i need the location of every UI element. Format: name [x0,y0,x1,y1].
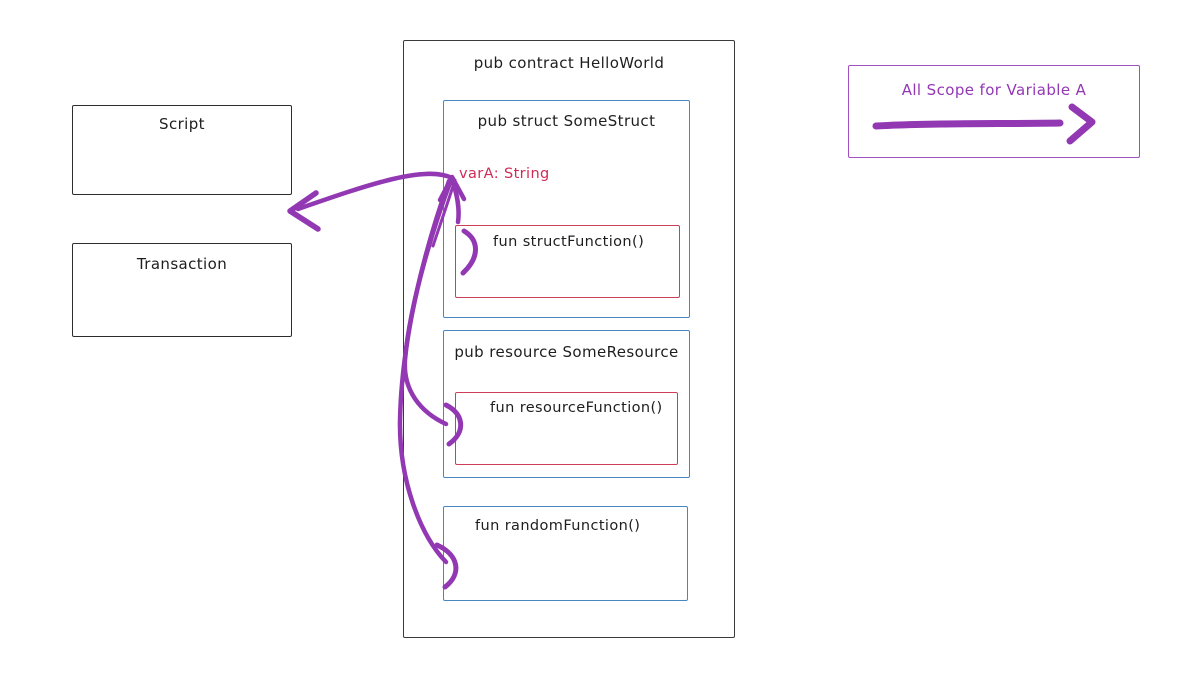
random-function-box[interactable]: fun randomFunction() [443,506,688,601]
contract-box[interactable]: pub contract HelloWorld [403,40,735,638]
some-struct-box[interactable]: pub struct SomeStruct [443,100,690,318]
some-resource-title: pub resource SomeResource [454,343,679,361]
some-struct-title: pub struct SomeStruct [477,112,656,130]
script-box[interactable]: Script [72,105,292,195]
scope-legend-box[interactable]: All Scope for Variable A [848,65,1140,158]
legend-sample-arrow-icon[interactable] [872,103,1096,145]
resource-function-box[interactable]: fun resourceFunction() [455,392,678,465]
contract-title: pub contract HelloWorld [473,54,665,72]
arrow-scope-to-struct-function-icon[interactable] [449,176,478,276]
struct-function-label: fun structFunction() [493,234,645,250]
random-function-label: fun randomFunction() [475,518,641,534]
arrow-scope-to-script-transaction-icon[interactable] [287,171,455,232]
vara-field-text[interactable]: varA: String [459,166,550,182]
script-label: Script [159,115,205,133]
struct-function-box[interactable]: fun structFunction() [455,225,680,298]
arrow-scope-to-random-function-icon[interactable] [397,178,459,590]
scope-legend-title: All Scope for Variable A [901,81,1087,99]
transaction-label: Transaction [136,255,228,273]
resource-function-label: fun resourceFunction() [490,400,663,416]
some-resource-box[interactable]: pub resource SomeResource [443,330,690,478]
transaction-box[interactable]: Transaction [72,243,292,337]
